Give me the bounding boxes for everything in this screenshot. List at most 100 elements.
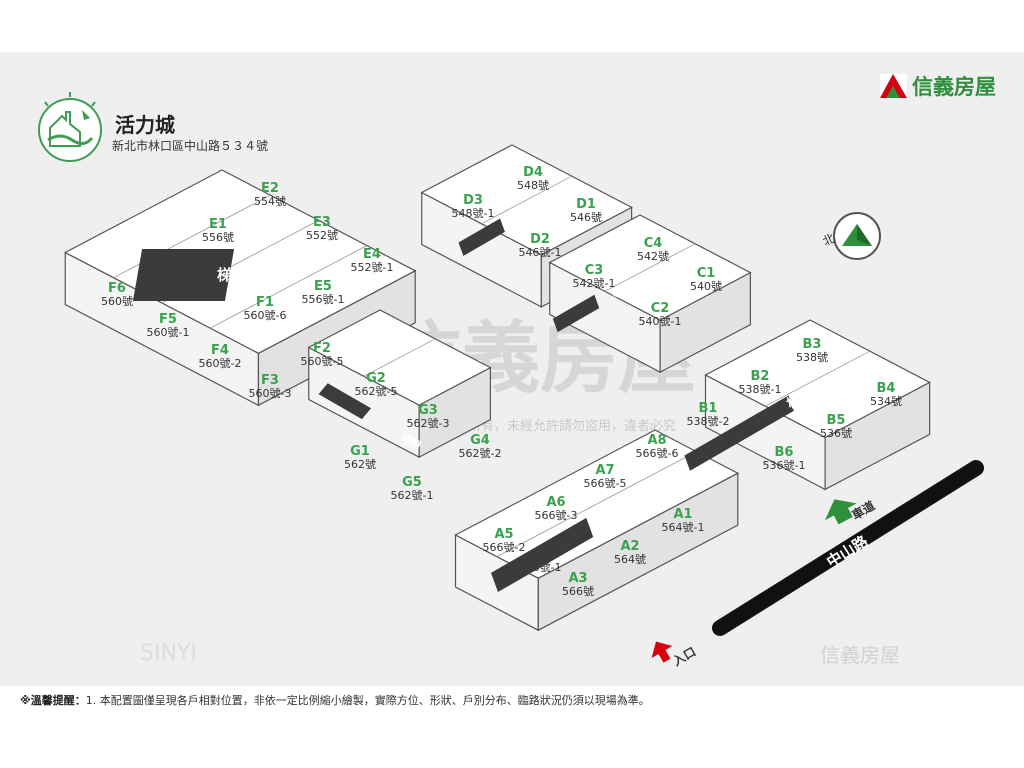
unit-number: 562號-5 — [355, 385, 398, 398]
unit-number: 556號-1 — [302, 293, 345, 306]
unit-number: 562號 — [344, 458, 376, 471]
unit-code: D3 — [463, 193, 483, 208]
unit-code: C4 — [644, 236, 663, 251]
stair-label: 梯間 — [217, 266, 247, 284]
site-address: 新北市林口區中山路５３４號 — [112, 138, 268, 153]
unit-number: 562號-3 — [407, 417, 450, 430]
units-layer: E2554號E1556號E3552號F7558號E4552號-1F6560號E5… — [101, 165, 902, 598]
entrance-label: 入口 — [671, 644, 699, 668]
unit-code: F2 — [313, 341, 331, 356]
unit-code: E4 — [363, 247, 381, 262]
brand-name: 信義房屋 — [912, 75, 996, 99]
footer-text: 1. 本配置圖僅呈現各戶相對位置，非依一定比例縮小繪製，實際方位、形狀、戶別分布… — [85, 694, 650, 707]
driveway-arrow-icon — [825, 499, 857, 525]
unit-code: C1 — [697, 266, 716, 281]
unit-number: 538號-2 — [687, 415, 730, 428]
unit-number: 560號-5 — [301, 355, 344, 368]
unit-code: F3 — [261, 373, 279, 388]
unit-number: 552號 — [306, 229, 338, 242]
unit-number: 556號 — [202, 231, 234, 244]
unit-code: E5 — [314, 279, 332, 294]
unit-code: F4 — [211, 343, 229, 358]
building-c — [548, 214, 752, 374]
unit-number: 546號-1 — [519, 246, 562, 259]
unit-number: 538號-1 — [739, 383, 782, 396]
unit-code: B1 — [699, 401, 718, 416]
unit-number: 566號 — [562, 585, 594, 598]
unit-number: 560號-3 — [249, 387, 292, 400]
unit-code: D2 — [530, 232, 550, 247]
unit-code: A6 — [546, 495, 565, 510]
unit-code: A1 — [673, 507, 692, 522]
site-logo — [38, 92, 102, 162]
unit-code: A7 — [595, 463, 614, 478]
unit-number: 560號-2 — [199, 357, 242, 370]
unit-code: B6 — [775, 445, 794, 460]
unit-code: G4 — [470, 433, 490, 448]
unit-code: E1 — [209, 217, 227, 232]
unit-number: 562號-2 — [459, 447, 502, 460]
footer-title: ※溫馨提醒： — [20, 694, 86, 707]
stair-ef: 梯間 — [132, 249, 247, 301]
unit-code: A5 — [494, 527, 513, 542]
unit-number: 540號-1 — [639, 315, 682, 328]
unit-code: F5 — [159, 312, 177, 327]
watermark-corner-right: 信義房屋 — [820, 643, 900, 667]
unit-number: 560號 — [101, 295, 133, 308]
footer-note: ※溫馨提醒：1. 本配置圖僅呈現各戶相對位置，非依一定比例縮小繪製，實際方位、形… — [20, 692, 650, 708]
unit-number: 560號-6 — [244, 309, 287, 322]
unit-code: E3 — [313, 215, 331, 230]
unit-number: 546號 — [570, 211, 602, 224]
unit-code: D4 — [523, 165, 543, 180]
unit-number: 534號 — [870, 395, 902, 408]
unit-code: G3 — [418, 403, 438, 418]
road-label: 中山路 — [823, 532, 872, 572]
unit-code: E2 — [261, 181, 279, 196]
unit-code: G2 — [366, 371, 386, 386]
unit-code: F6 — [108, 281, 126, 296]
unit-number: 536號 — [820, 427, 852, 440]
driveway-label: 車道 — [849, 498, 877, 523]
bottom-margin — [0, 686, 1024, 768]
site-name: 活力城 — [115, 113, 175, 137]
watermark-corner-left: SINYI — [140, 641, 197, 666]
unit-number: 564號-1 — [662, 521, 705, 534]
buildings-layer — [63, 144, 931, 632]
unit-number: 548號-1 — [452, 207, 495, 220]
brand-logo — [880, 74, 907, 98]
unit-code: C3 — [585, 263, 604, 278]
unit-number: 566號-6 — [636, 447, 679, 460]
unit-number: 542號 — [637, 250, 669, 263]
unit-number: 564號 — [614, 553, 646, 566]
top-margin — [0, 0, 1024, 52]
north-label: 北 — [820, 231, 837, 249]
